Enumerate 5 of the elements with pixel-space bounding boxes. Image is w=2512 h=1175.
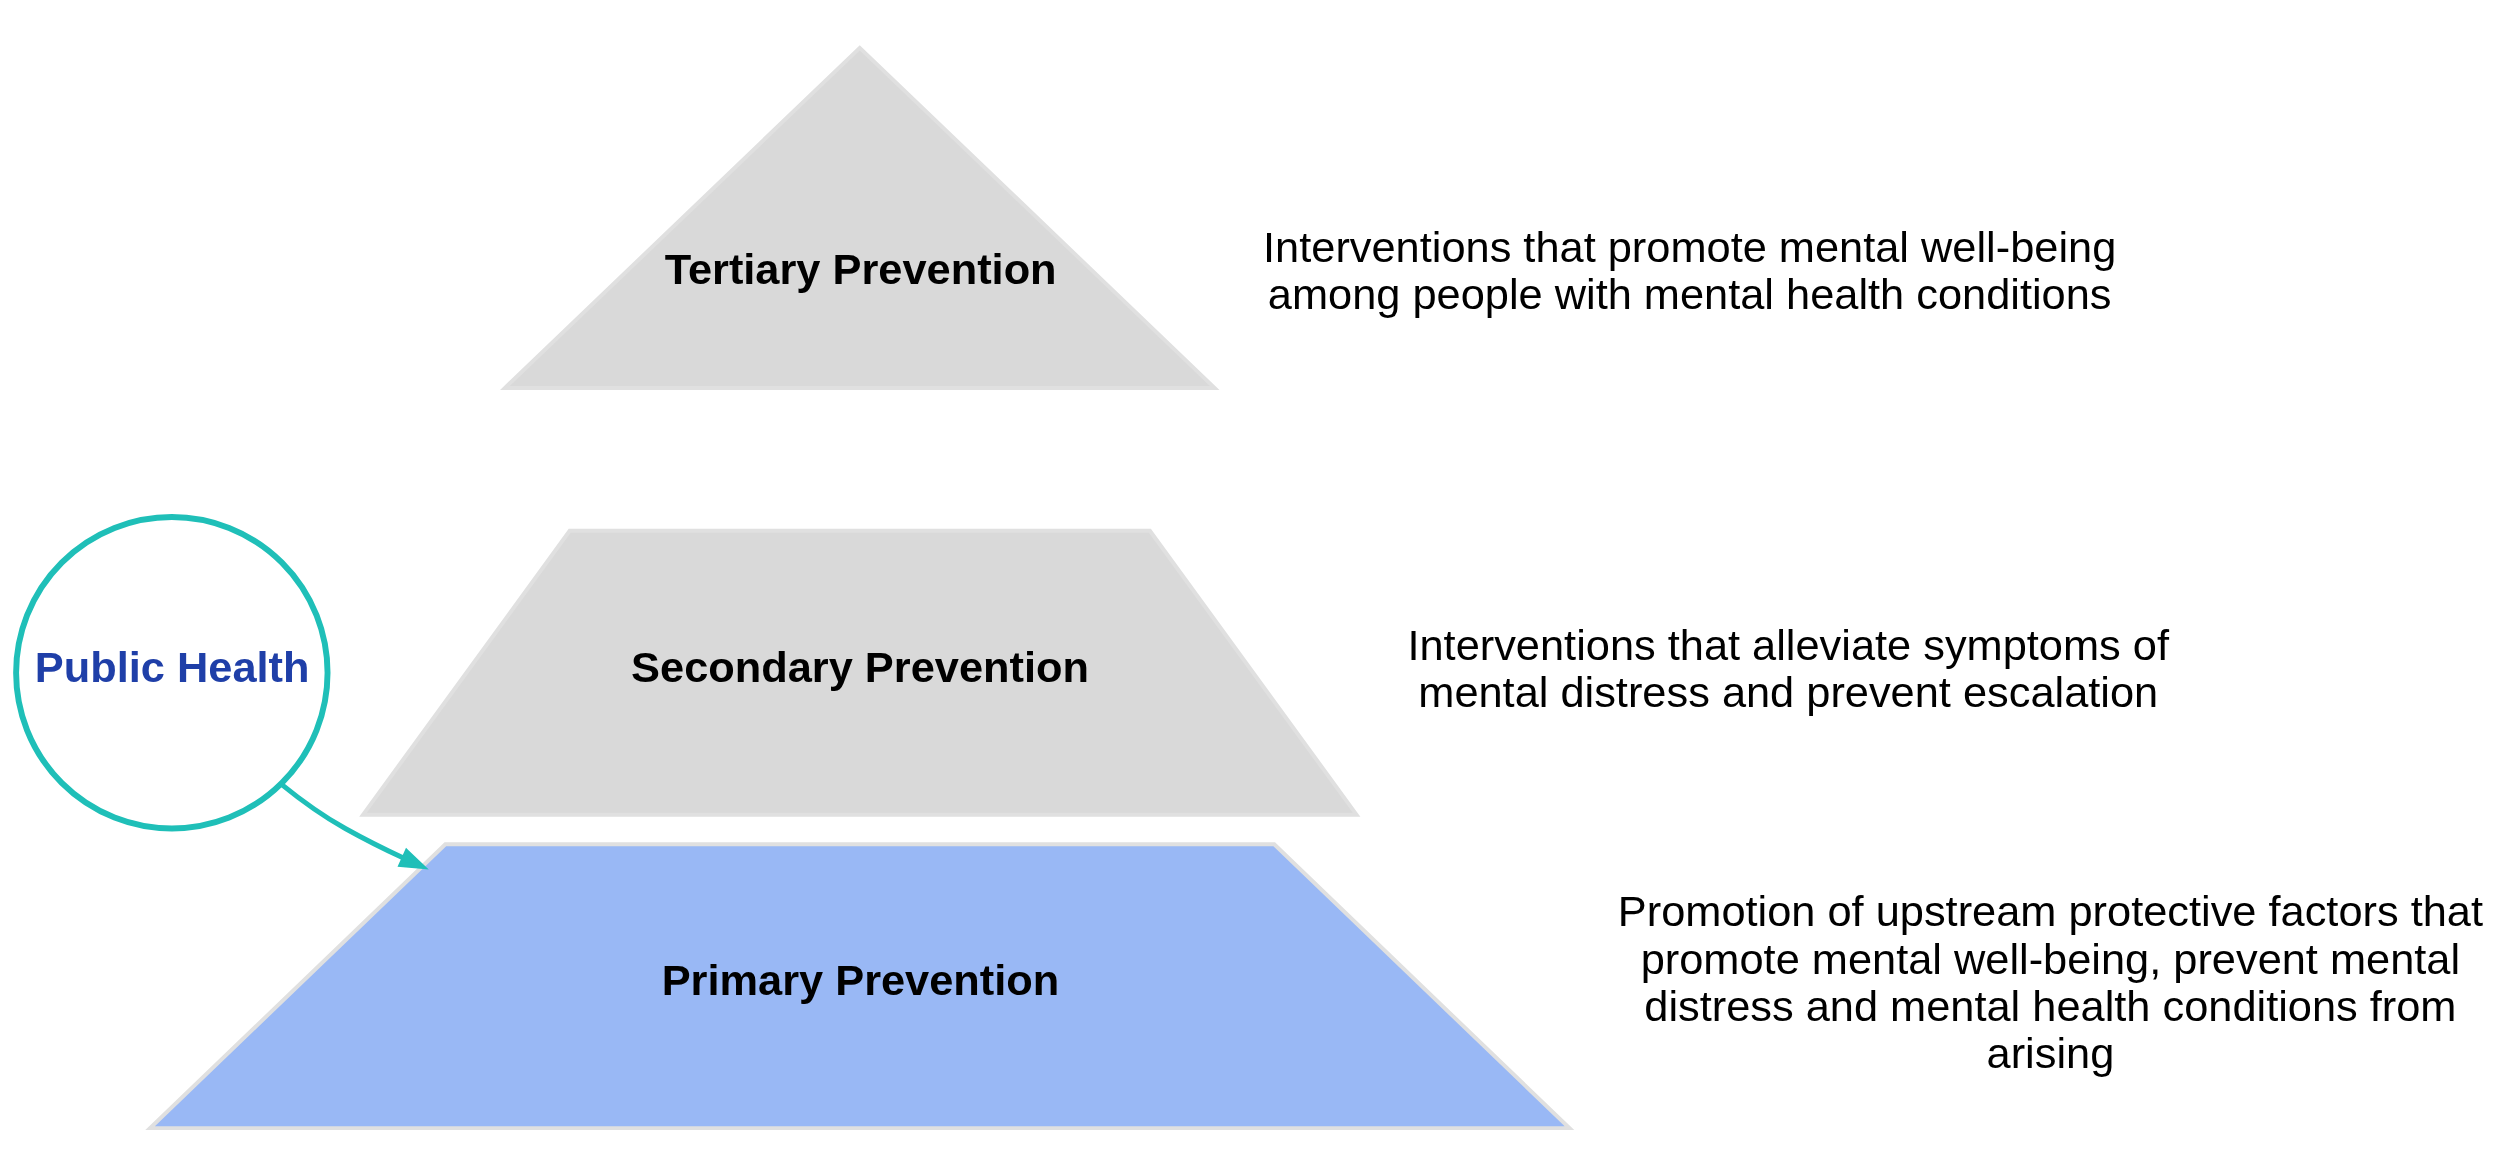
arrow: [279, 781, 429, 869]
node-label: Promotion of upstream protective factors that promote mental well-being, prevent mental distress and mental health conditions from arising: [1617, 886, 2483, 1077]
node-label: Interventions that promote mental well-being among people with mental health conditions: [1263, 222, 2117, 318]
node-label: Interventions that alleviate symptoms of mental distress and prevent escalation: [1407, 620, 2170, 716]
node-circle: Public Health: [13, 513, 331, 831]
